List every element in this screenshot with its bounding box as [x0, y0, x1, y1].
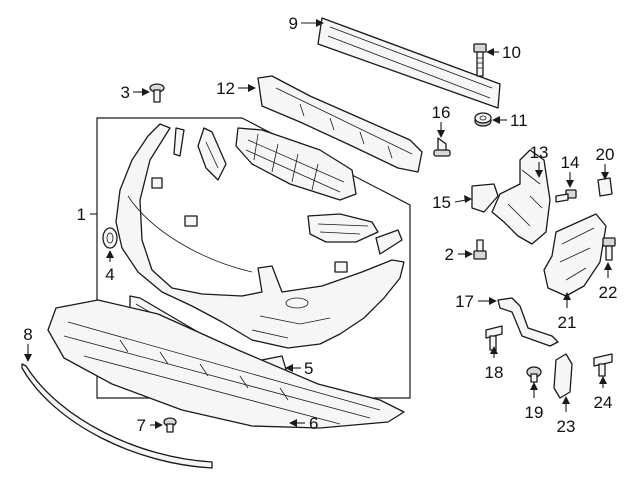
screw-part-3: [149, 83, 165, 103]
center-side-bracket: [197, 127, 227, 181]
push-clip-part-18: [485, 325, 503, 351]
parking-sensor: [102, 227, 118, 249]
callout-16: 16: [432, 103, 451, 122]
fog-trim-ring: [375, 229, 403, 255]
callout-17: 17: [455, 292, 474, 311]
bracket-part-15: [471, 183, 499, 213]
impact-bar: [317, 17, 501, 109]
screw-part-19: [526, 366, 542, 383]
callout-9: 9: [289, 14, 298, 33]
leader-lines: [24, 19, 612, 429]
callout-12: 12: [216, 79, 235, 98]
bolt-part-10: [473, 43, 487, 77]
callout-10: 10: [502, 43, 521, 62]
trim-piece: [553, 353, 573, 399]
right-fog-grille: [307, 213, 379, 243]
energy-absorber: [257, 75, 423, 173]
callout-14: 14: [561, 153, 580, 172]
bolt-part-14: [555, 189, 577, 203]
callout-11: 11: [510, 111, 528, 130]
callout-5: 5: [304, 359, 313, 378]
callout-20: 20: [596, 145, 615, 164]
callout-3: 3: [121, 83, 130, 102]
callout-19: 19: [525, 403, 544, 422]
callout-4: 4: [105, 265, 114, 284]
callout-2: 2: [445, 245, 454, 264]
upper-grille: [235, 127, 357, 201]
callout-23: 23: [557, 417, 576, 436]
bolt-part-2: [473, 239, 487, 260]
clip-small-center: [184, 215, 198, 227]
screw-part-7: [163, 417, 177, 433]
clip-small-left: [151, 177, 163, 189]
support-rod: [497, 297, 559, 347]
splash-shield: [47, 299, 405, 429]
clip-small-right: [334, 261, 348, 273]
callout-7: 7: [137, 416, 146, 435]
nut-part-11: [474, 112, 492, 127]
side-bracket: [543, 213, 607, 297]
callout-21: 21: [558, 313, 577, 332]
callout-6: 6: [309, 414, 318, 433]
mounting-bracket: [491, 149, 551, 245]
callout-18: 18: [485, 363, 504, 382]
callout-15: 15: [432, 193, 451, 212]
bolt-part-22: [602, 237, 616, 261]
clip-nut: [597, 177, 613, 197]
callout-8: 8: [23, 325, 32, 344]
callout-1: 1: [77, 205, 86, 224]
callout-24: 24: [594, 393, 613, 412]
stud-part-16: [433, 137, 451, 157]
left-side-bracket: [173, 127, 185, 157]
callout-22: 22: [599, 283, 618, 302]
lower-trim-strip: [21, 363, 213, 469]
bumper-cover: [115, 123, 405, 349]
callout-13: 13: [530, 143, 549, 162]
clip-part-24: [593, 353, 613, 377]
callout-labels: 1 2 3 4 5 6 7 8 9 10 11 12 13 14 15 16 1…: [23, 14, 617, 436]
